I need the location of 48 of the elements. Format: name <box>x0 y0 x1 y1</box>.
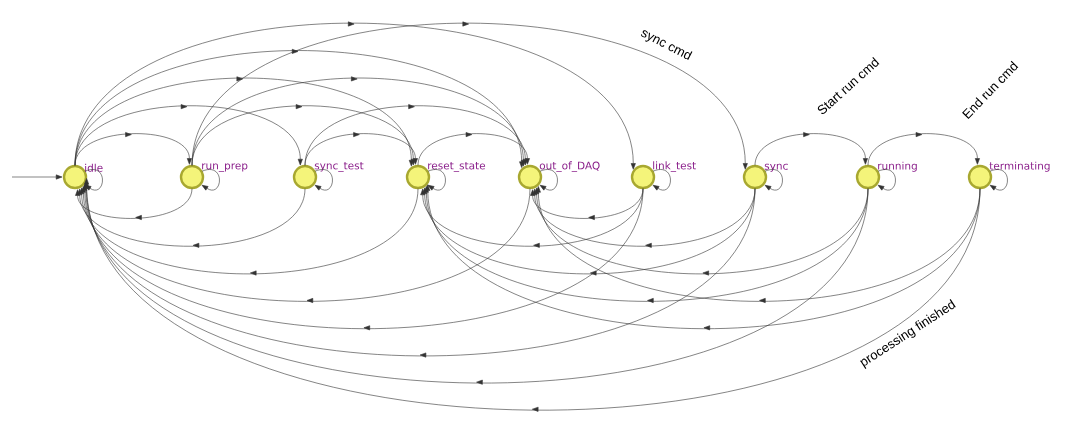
node-label: running <box>878 161 917 172</box>
self-loop-arrow <box>539 169 558 191</box>
self-loop-arrow <box>652 169 671 191</box>
self-loop-arrow <box>427 169 446 191</box>
transition-arrow <box>80 186 531 303</box>
transition-arrow <box>304 104 528 166</box>
transition-arrow <box>534 187 869 276</box>
node-label: sync <box>764 163 788 172</box>
self-loop-arrow <box>877 169 896 191</box>
transition-arrow <box>867 132 980 166</box>
transition-arrow <box>423 186 869 303</box>
self-loop-arrow <box>314 169 333 191</box>
transition-arrow <box>530 188 644 220</box>
node-label: link_test <box>653 161 696 172</box>
node-label: run_prep <box>202 163 248 172</box>
node-label: idle <box>85 163 103 172</box>
node-label: sync_test <box>314 161 364 172</box>
node-label: terminating <box>989 161 1050 172</box>
self-loop-arrow <box>764 169 783 191</box>
transition-arrow <box>422 187 756 276</box>
transition-arrow <box>304 132 418 166</box>
transition-arrow <box>79 187 419 276</box>
self-loop-arrow <box>989 169 1008 191</box>
transition-arrow <box>77 188 306 248</box>
transition-arrow <box>420 188 644 248</box>
transition-arrow <box>74 21 636 170</box>
transition-arrow <box>191 76 526 167</box>
transition-arrow <box>74 132 192 166</box>
self-loop-arrow <box>201 169 220 191</box>
transition-arrow <box>191 21 748 170</box>
node-label: out_of_DAQ <box>539 161 600 172</box>
transition-arrow <box>535 186 981 303</box>
self-loop-arrow <box>84 169 103 191</box>
transition-arrow <box>74 48 525 168</box>
transition-arrow <box>74 76 414 167</box>
transition-arrow <box>84 178 981 412</box>
transition-arrow <box>74 104 303 166</box>
transition-arrow <box>82 184 644 331</box>
node-label: reset_state <box>428 161 486 172</box>
transition-arrow <box>754 132 868 166</box>
edge-label: Start run cmd <box>814 54 882 118</box>
transition-arrow <box>532 188 756 248</box>
transition-arrow <box>75 188 193 220</box>
transition-arrow <box>191 104 416 166</box>
transition-arrow <box>425 184 981 331</box>
initial-arrow <box>11 174 63 180</box>
transition-arrow <box>417 132 530 166</box>
edge-label: sync cmd <box>637 25 695 65</box>
